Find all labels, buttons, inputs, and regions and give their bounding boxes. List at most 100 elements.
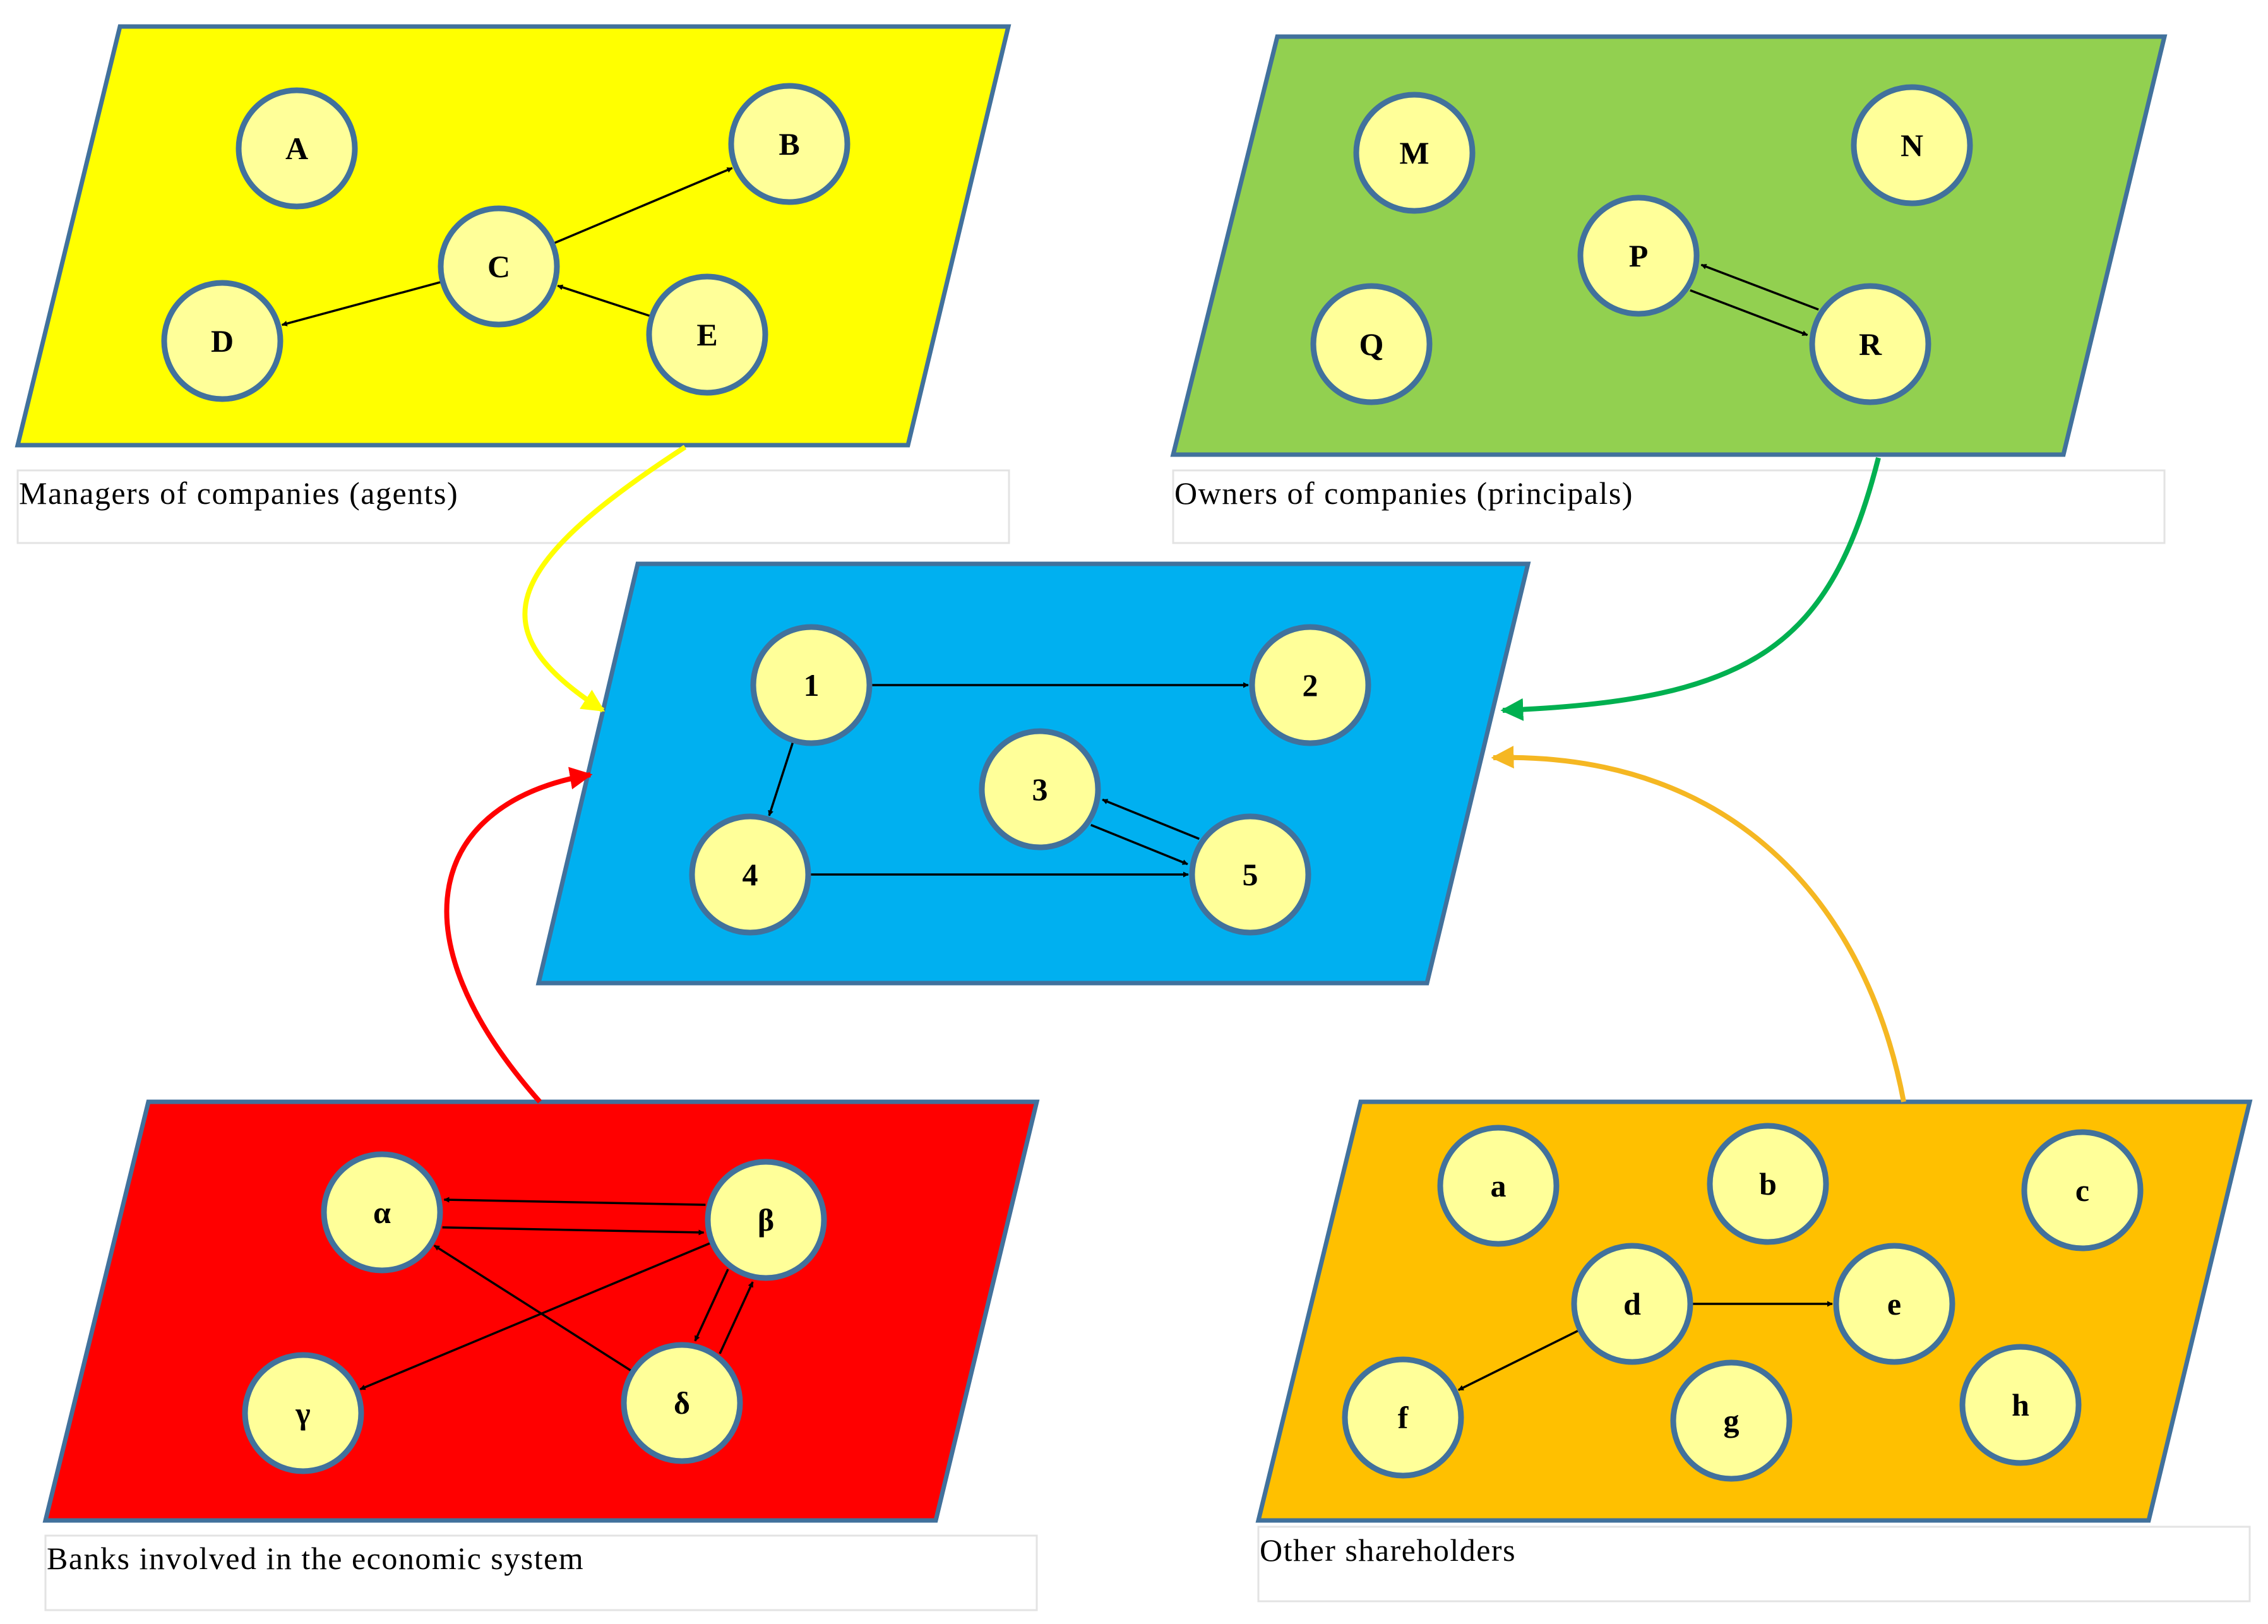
node-owners-3: Q [1310,283,1433,405]
node-circle [1249,624,1371,746]
node-label: d [1623,1286,1641,1322]
node-circle [1571,1243,1693,1365]
node-label: Q [1359,326,1384,362]
edge-managers-E-to-C [557,284,650,317]
edge-banks-β-to-δ [694,1269,729,1342]
node-label: B [779,126,799,162]
node-shareholders-2: c [2021,1129,2144,1251]
caption-box-owners [1172,469,2166,544]
node-banks-2: γ [242,1352,364,1474]
node-label: 5 [1243,857,1258,892]
node-circle [1353,92,1476,214]
node-shareholders-0: a [1437,1125,1560,1247]
node-circle [1437,1125,1560,1247]
node-label: P [1629,238,1649,273]
link-owners-to-center [1500,457,1881,721]
node-circle [728,83,850,205]
node-circle [750,624,873,746]
node-circle [705,1159,827,1281]
node-shareholders-7: h [1959,1344,2082,1466]
node-label: 3 [1032,772,1048,807]
caption-shareholders: Other shareholders [1260,1532,1516,1568]
node-banks-0: α [321,1151,443,1274]
node-label: A [285,131,308,166]
node-label: b [1759,1166,1777,1202]
node-center-2: 3 [979,728,1101,851]
node-label: h [2012,1387,2029,1423]
node-managers-1: B [728,83,850,205]
node-owners-4: R [1809,283,1931,405]
node-banks-3: δ [621,1342,743,1464]
edge-center-3-to-5 [1090,823,1188,866]
node-circle [689,813,811,936]
node-circle [1670,1359,1793,1482]
node-owners-1: N [1851,84,1973,206]
caption-banks: Banks involved in the economic system [47,1541,584,1576]
node-label: 2 [1303,667,1318,703]
node-circle [646,273,768,396]
edge-managers-C-to-D [281,281,441,326]
node-circle [1959,1344,2082,1466]
node-center-4: 5 [1189,813,1311,936]
node-shareholders-6: g [1670,1359,1793,1482]
edge-owners-R-to-P [1700,263,1819,311]
edge-banks-δ-to-β [719,1281,754,1354]
node-label: δ [674,1385,690,1421]
edge-center-1-to-4 [768,742,794,816]
node-banks-1: β [705,1159,827,1281]
node-circle [438,205,560,328]
caption-box-banks [44,1534,1038,1611]
caption-managers: Managers of companies (agents) [19,475,458,511]
node-shareholders-5: f [1342,1356,1464,1479]
node-circle [1809,283,1931,405]
node-label: D [211,323,234,359]
node-center-3: 4 [689,813,811,936]
node-shareholders-3: d [1571,1243,1693,1365]
edge-banks-β-to-α [443,1197,706,1206]
node-label: g [1724,1403,1740,1438]
edge-managers-C-to-B [554,167,733,244]
node-circle [236,87,358,210]
node-label: C [487,249,510,284]
node-circle [1310,283,1433,405]
node-managers-2: C [438,205,560,328]
node-owners-0: M [1353,92,1476,214]
node-label: N [1901,128,1923,163]
node-circle [242,1352,364,1474]
node-circle [621,1342,743,1464]
node-label: c [2075,1173,2089,1208]
caption-box-managers [16,469,1010,544]
edge-center-5-to-3 [1102,798,1200,840]
node-circle [1342,1356,1464,1479]
node-center-0: 1 [750,624,873,746]
node-managers-0: A [236,87,358,210]
node-managers-3: D [161,280,284,402]
banks-plane [42,1099,1040,1523]
node-label: R [1859,326,1882,362]
node-circle [321,1151,443,1274]
node-label: β [758,1202,774,1238]
edge-owners-P-to-R [1690,289,1808,337]
node-circle [2021,1129,2144,1251]
node-circle [1707,1123,1829,1245]
node-label: γ [295,1395,310,1431]
node-label: 1 [804,667,820,703]
node-shareholders-1: b [1707,1123,1829,1245]
node-label: M [1399,135,1429,170]
node-circle [979,728,1101,851]
link-shareholders-to-center [1491,746,1906,1102]
node-circle [1833,1243,1955,1365]
link-managers-to-center [522,445,687,713]
caption-box-shareholders [1257,1525,2251,1603]
node-label: a [1491,1168,1507,1203]
node-center-1: 2 [1249,624,1371,746]
edge-banks-β-to-γ [359,1242,711,1390]
node-label: 4 [743,857,758,892]
edge-banks-α-to-β [442,1226,705,1236]
node-circle [1851,84,1973,206]
caption-owners: Owners of companies (principals) [1174,475,1633,511]
node-label: α [373,1195,391,1230]
edge-banks-δ-to-α [433,1245,631,1371]
node-shareholders-4: e [1833,1243,1955,1365]
